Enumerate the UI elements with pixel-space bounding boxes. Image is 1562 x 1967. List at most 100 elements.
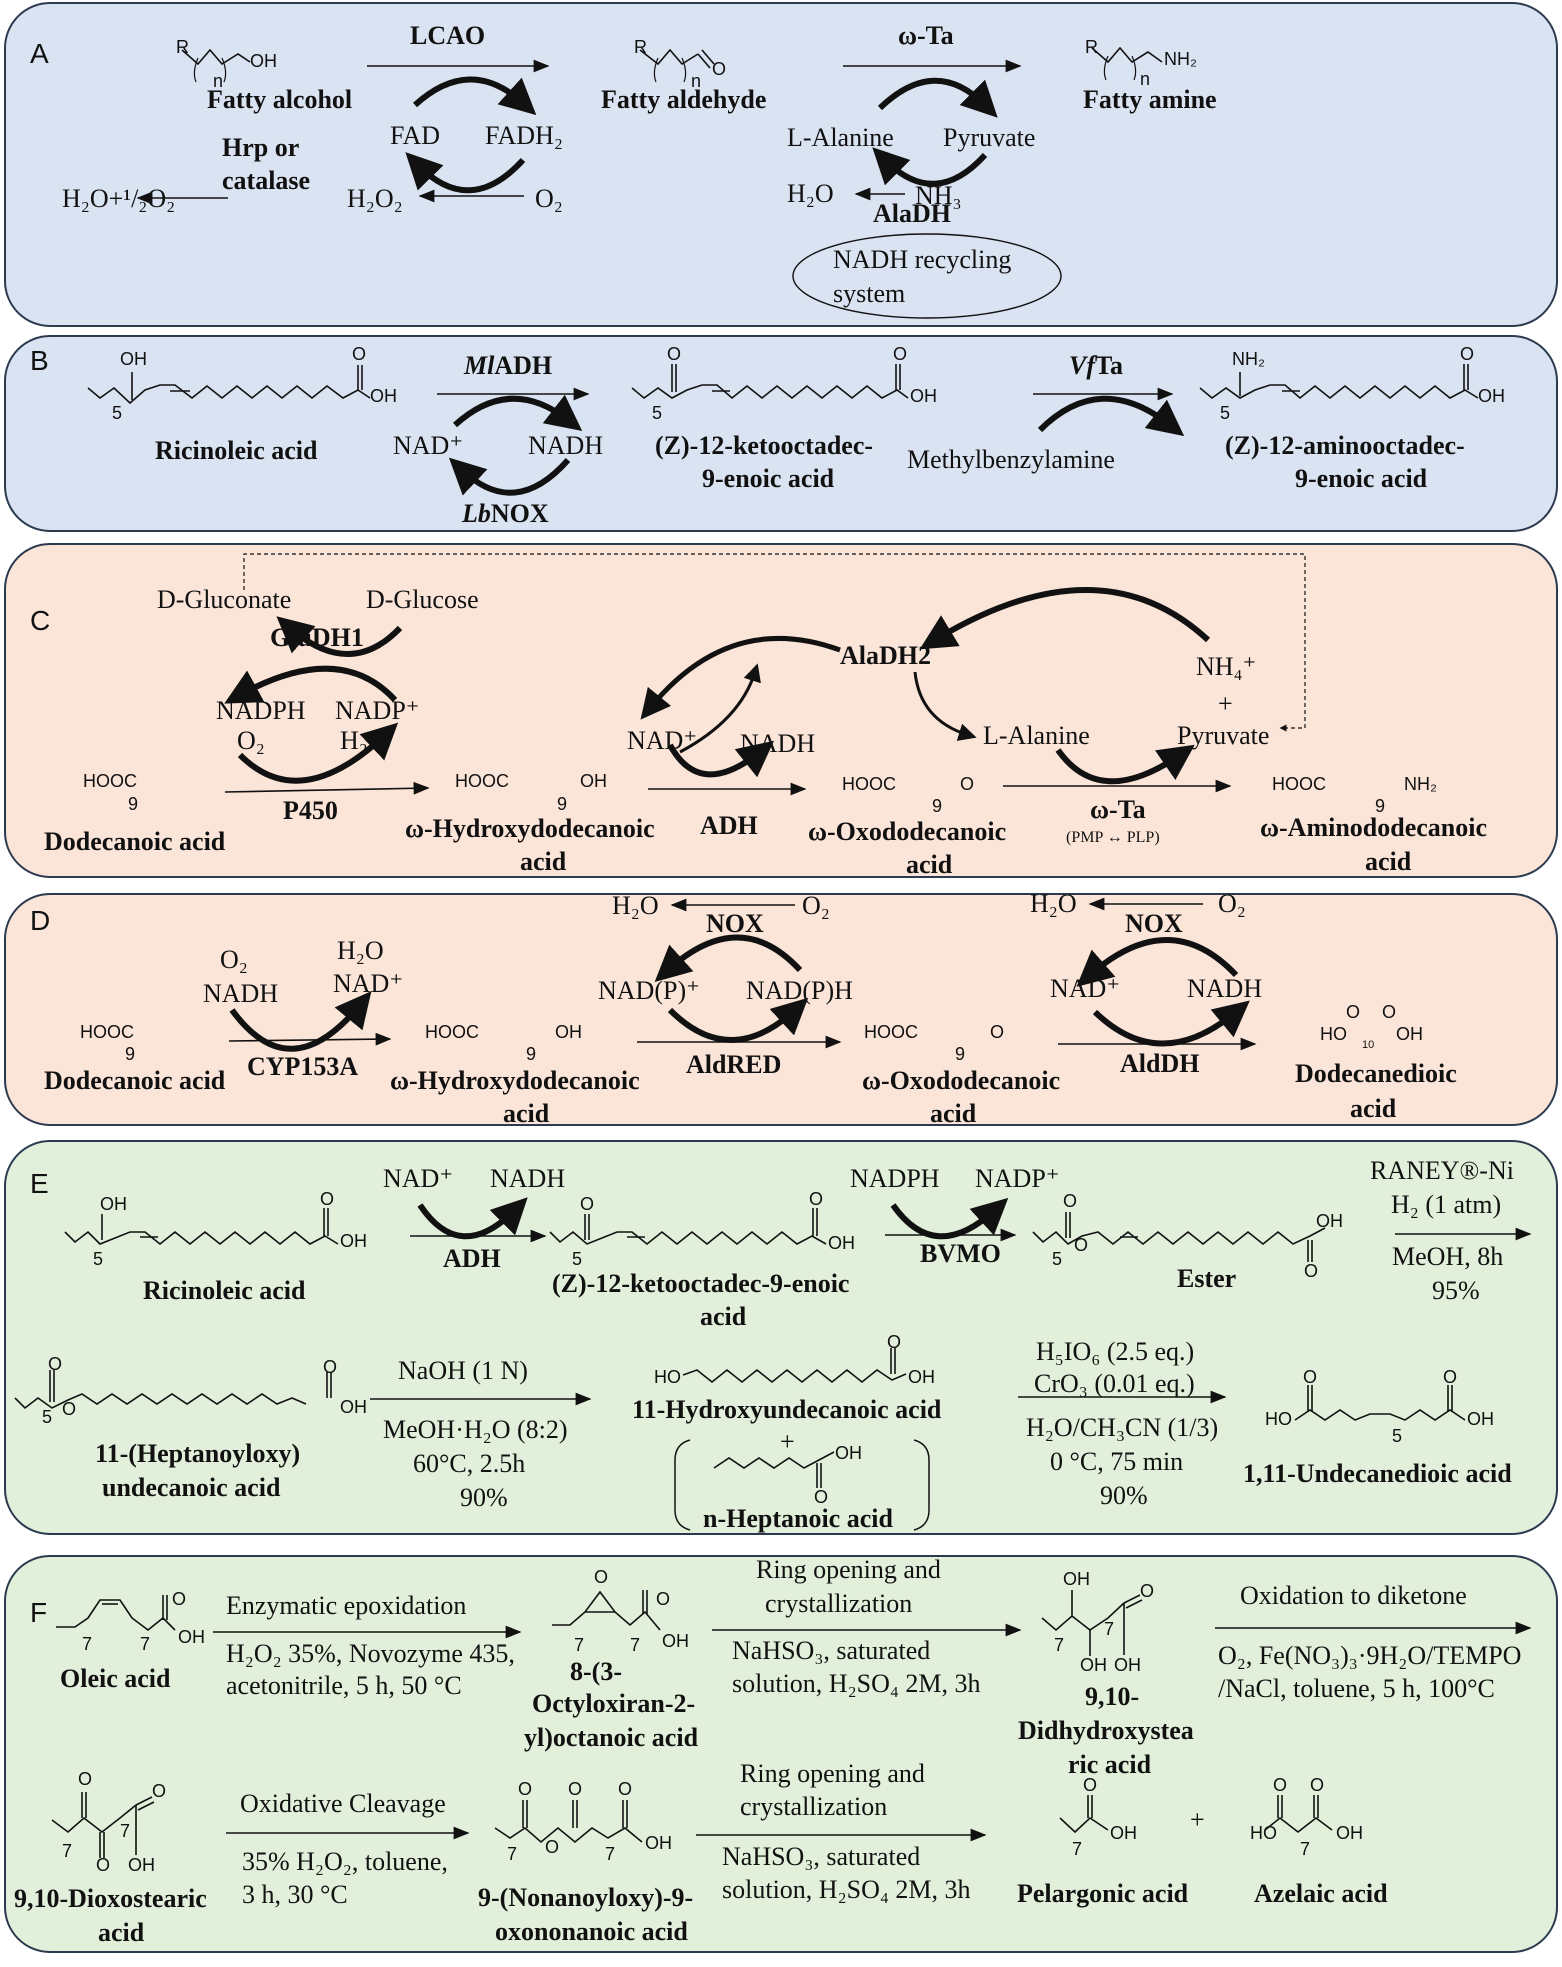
cofactor-nad-plus: NAD⁺	[1050, 974, 1121, 1003]
compound-amino-acid: (Z)-12-aminooctadec-	[1225, 431, 1465, 460]
atom-label: O	[712, 59, 727, 79]
panel-d	[4, 893, 1558, 1126]
compound-n-heptanoic: n-Heptanoic acid	[703, 1504, 893, 1533]
enzyme-aladh2: AlaDH2	[840, 641, 931, 670]
compound-heptanoyloxy: 11-(Heptanoyloxy)	[95, 1439, 301, 1468]
cofactor-pmp-plp: (PMP ↔ PLP)	[1066, 829, 1160, 846]
atom-label: R	[634, 37, 647, 57]
atom-label: 9	[932, 796, 943, 816]
atom-label: OH	[580, 771, 607, 791]
cofactor-d-gluconate: D-Gluconate	[157, 585, 292, 614]
cofactor-pyruvate: Pyruvate	[1177, 721, 1270, 750]
condition-diketone-line: O₂, Fe(NO₃)₃·9H₂O/TEMPO	[1218, 1641, 1522, 1670]
compound-aminododecanoic: ω-Aminododecanoic	[1260, 813, 1488, 842]
cofactor-h2o: H₂O	[340, 726, 387, 755]
panel-letter-d: D	[30, 905, 51, 936]
atom-label: 7	[1054, 1635, 1065, 1655]
enzyme-nox-2: NOX	[1125, 909, 1183, 938]
atom-label: O	[62, 1399, 77, 1419]
cofactor-o2: O₂	[535, 184, 563, 213]
condition-naoh-line: 60°C, 2.5h	[413, 1449, 526, 1478]
compound-oxododecanoic: ω-Oxododecanoic	[808, 817, 1007, 846]
panel-letter-c: C	[30, 605, 51, 636]
compound-azelaic: Azelaic acid	[1254, 1879, 1388, 1908]
atom-label: OH	[100, 1194, 127, 1214]
plus-sign: +	[1218, 689, 1233, 718]
atom-label: O	[893, 344, 908, 364]
atom-label: O	[656, 1589, 671, 1609]
enzyme-wta: ω-Ta	[898, 21, 954, 50]
atom-label: O	[1273, 1775, 1288, 1795]
compound-ricinoleic-acid: Ricinoleic acid	[155, 436, 318, 465]
enzyme-wta-c: ω-Ta	[1090, 795, 1146, 824]
condition-raney-line: H₂ (1 atm)	[1391, 1190, 1502, 1219]
cofactor-fadh2: FADH₂	[485, 121, 563, 150]
atom-label: 5	[42, 1407, 53, 1427]
atom-label: OH	[128, 1855, 155, 1875]
atom-label: O	[320, 1189, 335, 1209]
condition-diketone-line: Oxidation to diketone	[1240, 1581, 1467, 1610]
atom-label: O	[323, 1357, 338, 1377]
atom-label: 7	[605, 1844, 616, 1864]
atom-label: n	[213, 71, 224, 91]
compound-keto-acid: (Z)-12-ketooctadec-	[655, 431, 874, 460]
condition-ring-open-line: Ring opening and	[740, 1759, 925, 1788]
condition-cleavage-line: Oxidative Cleavage	[240, 1789, 446, 1818]
condition-periodic-line: H₅IO₆ (2.5 eq.)	[1036, 1337, 1195, 1366]
cofactor-nad-plus: NAD⁺	[393, 431, 464, 460]
compound-dihydroxystearic: Didhydroxystea	[1018, 1716, 1194, 1745]
atom-label: O	[152, 1781, 167, 1801]
compound-epoxide: Octyloxiran-2-	[532, 1689, 696, 1718]
atom-label: HO	[1250, 1823, 1277, 1843]
compound-dodecanoic-acid: Dodecanoic acid	[44, 1066, 226, 1095]
atom-label: HO	[654, 1367, 681, 1387]
atom-label: R	[1085, 37, 1098, 57]
compound-undecanedioic: 1,11-Undecanedioic acid	[1243, 1459, 1512, 1488]
enzyme-bvmo: BVMO	[920, 1239, 1001, 1268]
atom-label: 5	[652, 403, 663, 423]
atom-label: OH	[340, 1231, 367, 1251]
panel-letter-a: A	[30, 38, 49, 69]
atom-label: OH	[340, 1397, 367, 1417]
cofactor-h2o: H₂O	[1030, 889, 1077, 918]
atom-label: 7	[62, 1841, 73, 1861]
atom-label: 7	[1300, 1839, 1311, 1859]
nadh-recycling-label: NADH recycling	[833, 245, 1012, 274]
compound-ricinoleic-acid: Ricinoleic acid	[143, 1276, 306, 1305]
condition-ring-open-line: Ring opening and	[756, 1555, 941, 1584]
cofactor-l-alanine: L-Alanine	[787, 123, 894, 152]
condition-ring-open-line: crystallization	[765, 1589, 913, 1618]
cofactor-nadh: NADH	[528, 431, 604, 460]
compound-dodecanedioic: Dodecanedioic	[1295, 1059, 1457, 1088]
panel-letter-b: B	[30, 345, 49, 376]
atom-label: OH	[1467, 1409, 1494, 1429]
enzyme-organism: Vf	[1069, 351, 1095, 380]
atom-label: OH	[828, 1233, 855, 1253]
panel-e	[4, 1140, 1558, 1535]
compound-hydroxydodecanoic: ω-Hydroxydodecanoic	[390, 1066, 640, 1095]
compound-fatty-alcohol: Fatty alcohol	[207, 85, 353, 114]
atom-label: O	[618, 1779, 633, 1799]
cofactor-nadp-plus: NADP⁺	[975, 1164, 1060, 1193]
compound-fatty-amine: Fatty amine	[1083, 85, 1217, 114]
enzyme-hrp: Hrp or	[222, 133, 300, 162]
condition-diketone-line: /NaCl, toluene, 5 h, 100°C	[1218, 1674, 1495, 1703]
cofactor-nadh: NADH	[490, 1164, 566, 1193]
compound-heptanoyloxy: undecanoic acid	[102, 1473, 281, 1502]
cofactor-o2: O₂	[220, 945, 248, 974]
atom-label: O	[1140, 1581, 1155, 1601]
atom-label: O	[1304, 1261, 1319, 1281]
condition-epoxidation-line: acetonitrile, 5 h, 50 °C	[226, 1671, 462, 1700]
compound-hydroxydodecanoic: ω-Hydroxydodecanoic	[405, 814, 655, 843]
atom-label: 9	[1375, 796, 1386, 816]
atom-label: 5	[572, 1249, 583, 1269]
atom-label: HO	[1265, 1409, 1292, 1429]
enzyme-mladh: MlADH	[464, 352, 552, 379]
cofactor-o2: O₂	[237, 726, 265, 755]
atom-label: O	[518, 1779, 533, 1799]
atom-label: 9	[125, 1044, 136, 1064]
atom-label: O	[1310, 1775, 1325, 1795]
compound-dihydroxystearic: 9,10-	[1085, 1682, 1140, 1711]
condition-ring-open-line: NaHSO₃, saturated	[722, 1842, 921, 1871]
cofactor-nh4-plus: NH₄⁺	[1196, 652, 1257, 681]
